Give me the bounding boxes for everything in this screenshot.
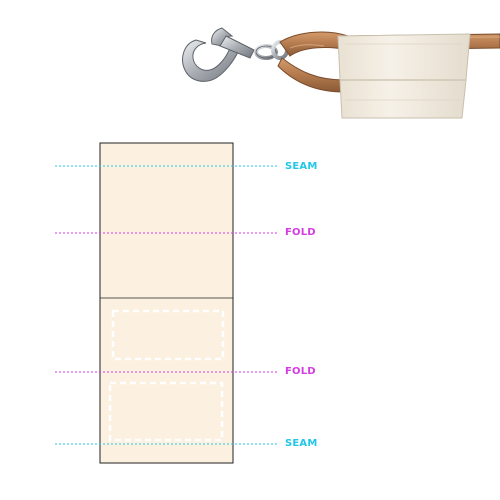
print-area-top	[111, 309, 225, 361]
lanyard-illustration	[182, 27, 500, 119]
fabric-sleeve	[337, 33, 471, 119]
fold-label-top: FOLD	[285, 227, 316, 238]
guide-lines	[55, 165, 278, 445]
lobster-clasp-icon	[182, 27, 289, 82]
fold-label-bottom: FOLD	[285, 366, 316, 377]
sleeve-template	[99, 142, 234, 464]
template-panel	[99, 142, 234, 464]
print-area-bottom	[108, 381, 224, 442]
seam-label-top: SEAM	[285, 161, 318, 172]
seam-label-bottom: SEAM	[285, 438, 318, 449]
